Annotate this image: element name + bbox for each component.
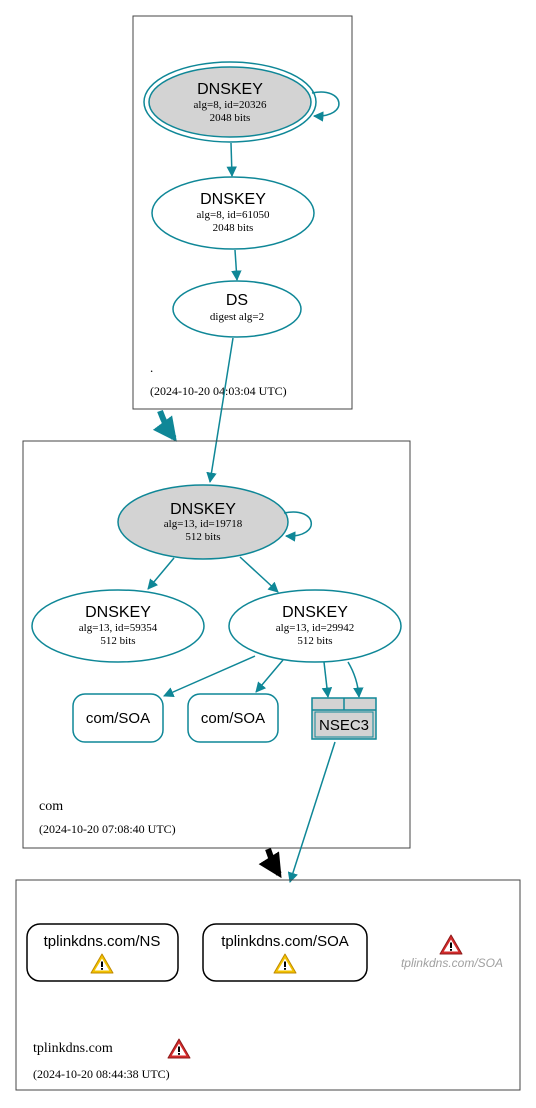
- zone-tplinkdns-box: [15, 879, 521, 1091]
- node-detail: alg=13, id=29942: [276, 622, 354, 634]
- delegation-edge-com-tplinkdns: [258, 848, 282, 879]
- node-label: com/SOA: [86, 710, 150, 727]
- edge-ds-to-com-ksk: [206, 337, 234, 484]
- node-detail: alg=8, id=20326: [194, 99, 267, 111]
- node-detail: 512 bits: [185, 531, 220, 543]
- node-label: NSEC3: [319, 717, 369, 734]
- com-ksk-node[interactable]: DNSKEY alg=13, id=19718 512 bits: [117, 484, 289, 560]
- edge-ksk-to-zsk: [226, 142, 237, 178]
- node-title: DNSKEY: [170, 501, 236, 518]
- zone-name: com: [39, 799, 63, 814]
- zone-name: .: [150, 360, 153, 375]
- edge-zsk2-to-soa1: [163, 655, 256, 698]
- node-detail: digest alg=2: [210, 311, 264, 323]
- com-nsec3-node[interactable]: NSEC3: [311, 697, 377, 740]
- self-sign-edge: [311, 91, 340, 122]
- root-ds-node[interactable]: DS digest alg=2: [172, 280, 302, 338]
- com-zsk1-node[interactable]: DNSKEY alg=13, id=59354 512 bits: [31, 589, 205, 663]
- node-detail: alg=13, id=19718: [164, 518, 243, 530]
- warning-icon: [273, 953, 297, 974]
- edge-zsk2-to-nsec3-a: [321, 661, 333, 699]
- edge-com-ksk-to-zsk1: [147, 557, 175, 590]
- node-detail: 512 bits: [100, 635, 135, 647]
- zone-timestamp: (2024-10-20 07:08:40 UTC): [39, 822, 176, 836]
- edge-zsk-to-ds: [231, 249, 242, 282]
- node-label: tplinkdns.com/NS: [44, 933, 161, 950]
- node-detail: alg=8, id=61050: [197, 209, 270, 221]
- root-zsk-node[interactable]: DNSKEY alg=8, id=61050 2048 bits: [151, 176, 315, 250]
- root-ksk-node[interactable]: DNSKEY alg=8, id=20326 2048 bits: [143, 61, 317, 143]
- tplinkdns-soa-missing-node[interactable]: tplinkdns.com/SOA: [401, 934, 503, 970]
- zone-name: tplinkdns.com: [33, 1041, 113, 1056]
- node-title: DNSKEY: [200, 191, 266, 208]
- node-label: tplinkdns.com/SOA: [401, 956, 503, 970]
- com-soa1-node[interactable]: com/SOA: [72, 693, 164, 743]
- tplinkdns-ns-node[interactable]: tplinkdns.com/NS: [26, 923, 179, 982]
- edge-zsk2-to-nsec3-b: [347, 661, 364, 699]
- warning-icon: [90, 953, 114, 974]
- edge-nsec3-to-tplinkdns: [287, 741, 336, 883]
- node-title: DNSKEY: [85, 604, 151, 621]
- node-label: com/SOA: [201, 710, 265, 727]
- zone-timestamp: (2024-10-20 04:03:04 UTC): [150, 384, 287, 398]
- node-detail: 512 bits: [297, 635, 332, 647]
- zone-com-box: [22, 440, 411, 849]
- node-detail: alg=13, id=59354: [79, 622, 158, 634]
- tplinkdns-soa-node[interactable]: tplinkdns.com/SOA: [202, 923, 368, 982]
- com-soa2-node[interactable]: com/SOA: [187, 693, 279, 743]
- node-title: DNSKEY: [197, 81, 263, 98]
- node-detail: 2048 bits: [213, 222, 254, 234]
- node-title: DS: [226, 292, 248, 309]
- delegation-edge-root-com: [152, 409, 177, 442]
- com-zsk2-node[interactable]: DNSKEY alg=13, id=29942 512 bits: [228, 589, 402, 663]
- self-sign-edge: [283, 511, 312, 542]
- edge-zsk2-to-soa2: [255, 659, 284, 693]
- error-icon: [439, 934, 463, 955]
- error-icon: [167, 1038, 191, 1059]
- node-label: tplinkdns.com/SOA: [221, 933, 349, 950]
- zone-timestamp: (2024-10-20 08:44:38 UTC): [33, 1067, 170, 1081]
- node-detail: 2048 bits: [210, 112, 251, 124]
- edge-com-ksk-to-zsk2: [239, 556, 279, 593]
- zone-root-box: [132, 15, 353, 410]
- node-title: DNSKEY: [282, 604, 348, 621]
